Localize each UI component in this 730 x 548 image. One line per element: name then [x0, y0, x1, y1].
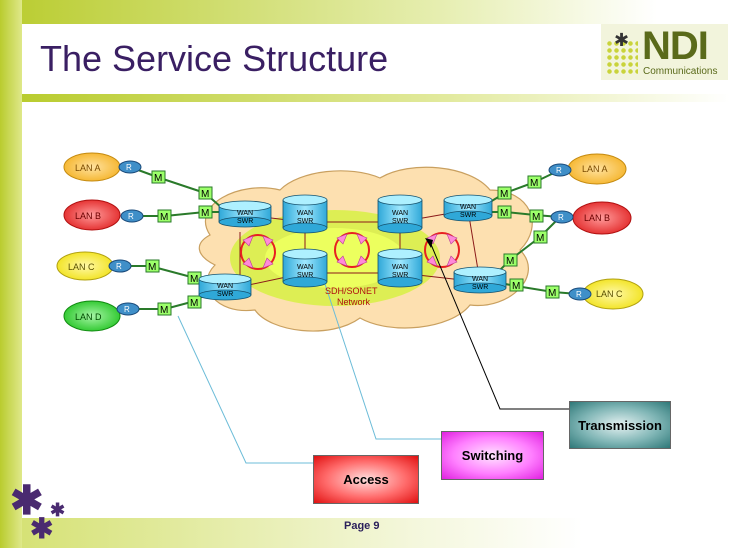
router-icon: R [116, 302, 140, 316]
lan-cloud-right-b: LAN B [572, 201, 632, 235]
svg-text:M: M [512, 281, 520, 292]
wan-switch-label: SWR [217, 291, 233, 298]
lan-cloud-left-c: LAN C [56, 251, 114, 281]
router-icon: R [108, 259, 132, 273]
wan-switch-label: SWR [392, 272, 408, 279]
wan-switch-label: SWR [237, 218, 253, 225]
decorative-star-icon: ✱ [10, 479, 44, 523]
logo-star-icon: ✱ [614, 30, 630, 50]
transmission-leader [429, 241, 570, 410]
svg-text:M: M [500, 189, 508, 200]
svg-text:M: M [154, 173, 162, 184]
lan-cloud-left-d: LAN D [63, 300, 121, 332]
svg-text:R: R [556, 166, 562, 175]
router-icon: R [118, 160, 142, 174]
svg-text:M: M [536, 233, 544, 244]
svg-text:LAN C: LAN C [596, 289, 623, 299]
svg-text:M: M [148, 262, 156, 273]
wan-switch-label: WAN [472, 276, 488, 283]
svg-text:M: M [201, 208, 209, 219]
svg-text:R: R [128, 212, 134, 221]
svg-text:M: M [201, 189, 209, 200]
svg-text:LAN B: LAN B [584, 213, 610, 223]
router-icon: R [120, 209, 144, 223]
wan-switch-label: SWR [297, 272, 313, 279]
svg-text:M: M [160, 305, 168, 316]
wan-switch-label: WAN [297, 264, 313, 271]
transmission-box: Transmission [569, 401, 671, 449]
svg-text:M: M [160, 212, 168, 223]
lan-cloud-left-b: LAN B [63, 199, 121, 231]
wan-switch-label: WAN [392, 210, 408, 217]
footer-band [22, 518, 582, 548]
modem-labels: M M M M M M M M M M M M M M M M [148, 173, 556, 316]
decorative-star-icon: ✱ [30, 513, 54, 544]
page-number: Page 9 [344, 520, 380, 532]
svg-text:LAN D: LAN D [75, 312, 102, 322]
svg-text:LAN A: LAN A [75, 163, 101, 173]
svg-text:M: M [190, 298, 198, 309]
svg-text:LAN B: LAN B [75, 211, 101, 221]
top-band [0, 0, 730, 24]
logo-subtitle: Communications [643, 66, 718, 77]
svg-text:R: R [124, 305, 130, 314]
svg-text:M: M [532, 212, 540, 223]
wan-switch-label: WAN [237, 210, 253, 217]
svg-text:M: M [506, 256, 514, 267]
wan-switch-label: SWR [392, 218, 408, 225]
switching-box: Switching [441, 431, 544, 480]
wan-switch-label: WAN [392, 264, 408, 271]
wan-switch-label: SWR [460, 212, 476, 219]
logo-dots [606, 40, 638, 74]
wan-switch-label: WAN [217, 283, 233, 290]
router-icon: R [568, 287, 592, 301]
svg-text:R: R [126, 163, 132, 172]
svg-text:R: R [576, 290, 582, 299]
svg-text:M: M [530, 178, 538, 189]
network-label-line2: Network [337, 297, 371, 307]
logo-text: NDI [642, 24, 709, 68]
wan-switch-label: SWR [297, 218, 313, 225]
access-box: Access [313, 455, 419, 504]
decorative-star-icon: ✱ [50, 500, 66, 520]
svg-text:M: M [548, 288, 556, 299]
lan-cloud-right-c: LAN C [582, 278, 644, 310]
router-icon: R [550, 210, 574, 224]
wan-switch-label: SWR [472, 284, 488, 291]
svg-text:R: R [558, 213, 564, 222]
svg-text:R: R [116, 262, 122, 271]
slide-title: The Service Structure [40, 38, 389, 79]
lan-cloud-left-a: LAN A [63, 152, 121, 182]
wan-switches: WANSWRWANSWRWANSWRWANSWRWANSWRWANSWRWANS… [198, 194, 507, 301]
wan-switch-label: WAN [460, 204, 476, 211]
wan-switch-label: WAN [297, 210, 313, 217]
title-underline-band [22, 94, 730, 102]
left-accent-bar [0, 0, 22, 548]
svg-text:LAN C: LAN C [68, 262, 95, 272]
svg-text:M: M [500, 208, 508, 219]
lan-cloud-right-a: LAN A [567, 153, 627, 185]
network-label-line1: SDH/SONET [325, 286, 378, 296]
svg-text:M: M [190, 274, 198, 285]
svg-text:LAN A: LAN A [582, 164, 608, 174]
router-icon: R [548, 163, 572, 177]
